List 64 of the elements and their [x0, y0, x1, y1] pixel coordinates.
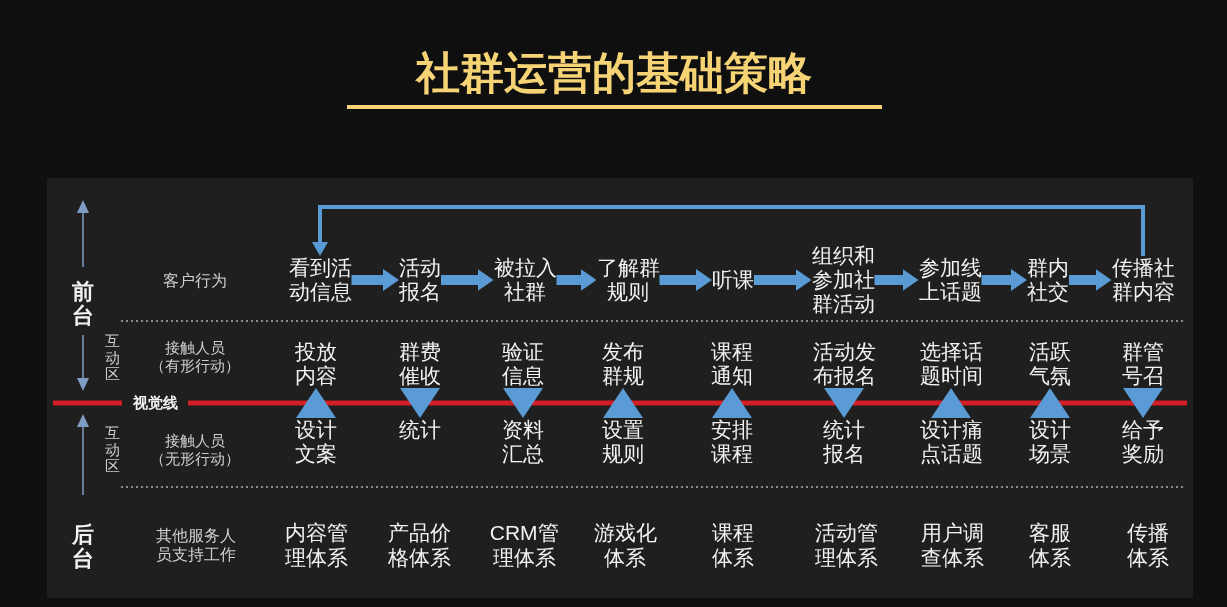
- backstage-action-text: 设置规则: [602, 418, 644, 466]
- visible-action-text: 群费催收: [399, 340, 441, 388]
- triangle-arrow: [296, 387, 336, 419]
- visible-action-text: 活跃气氛: [1029, 340, 1071, 388]
- triangle-arrow: [1123, 387, 1163, 419]
- backstage-action-text: 统计报名: [823, 418, 865, 466]
- loop-arrow: [312, 205, 1145, 256]
- row-label: 接触人员（有形行动）: [149, 339, 241, 375]
- row-label: 客户行为: [163, 270, 227, 290]
- visible-action-text: 活动发布报名: [812, 340, 876, 388]
- arrow: [981, 269, 1027, 291]
- step-text: 群内社交: [1027, 256, 1069, 304]
- step-text: 听课: [712, 268, 754, 292]
- step-text: 传播社群内容: [1111, 256, 1175, 304]
- backstage-action-text: 设计场景: [1029, 418, 1071, 466]
- support-system-text: 内容管理体系: [284, 520, 348, 570]
- arrow: [351, 269, 399, 291]
- support-system-text: 传播体系: [1127, 520, 1169, 570]
- step-text: 组织和参加社群活动: [811, 244, 875, 316]
- step-text: 了解群规则: [596, 256, 660, 304]
- arrow: [556, 269, 597, 291]
- zone-label: 互动区: [104, 333, 120, 383]
- visible-action-text: 选择话题时间: [919, 340, 983, 388]
- arrow: [659, 269, 712, 291]
- backstage-action-text: 统计: [399, 418, 441, 442]
- support-system-text: 课程体系: [712, 520, 754, 570]
- backstage-action-text: 设计文案: [295, 418, 337, 466]
- triangle-arrow: [712, 387, 752, 419]
- support-system-text: 游戏化体系: [593, 520, 657, 570]
- row-label: 接触人员（无形行动）: [149, 432, 241, 468]
- support-system-text: 用户调查体系: [920, 520, 984, 570]
- step-text: 看到活动信息: [288, 256, 352, 304]
- backstage-action-text: 安排课程: [711, 418, 753, 466]
- step-text: 活动报名: [399, 256, 441, 304]
- triangle-arrow: [400, 387, 440, 419]
- visible-action-text: 发布群规: [602, 340, 644, 388]
- visible-action-text: 投放内容: [295, 340, 337, 388]
- support-system-text: 产品价格体系: [387, 520, 451, 570]
- step-text: 被拉入社群: [493, 256, 557, 304]
- visible-action-text: 课程通知: [711, 340, 753, 388]
- backstage-action-text: 资料汇总: [502, 418, 544, 466]
- support-system-text: 客服体系: [1029, 520, 1071, 570]
- visible-action-text: 群管号召: [1122, 340, 1164, 388]
- arrow: [1069, 269, 1112, 291]
- support-system-text: CRM管理体系: [489, 520, 560, 570]
- step-text: 参加线上话题: [918, 256, 982, 304]
- visible-action-text: 验证信息: [502, 340, 544, 388]
- line-label: 视觉线: [132, 394, 178, 412]
- backstage-action-text: 设计痛点话题: [919, 418, 983, 466]
- arrow: [874, 269, 919, 291]
- triangle-arrow: [824, 387, 864, 419]
- arrow: [441, 269, 494, 291]
- triangle-arrow: [503, 387, 543, 419]
- zone-label: 互动区: [104, 425, 120, 475]
- support-system-text: 活动管理体系: [814, 520, 878, 570]
- section-label: 后台: [72, 523, 94, 572]
- section-label: 前台: [72, 280, 94, 329]
- triangle-arrow: [603, 387, 643, 419]
- arrow: [754, 269, 812, 291]
- triangle-arrow: [931, 387, 971, 419]
- backstage-action-text: 给予奖励: [1122, 418, 1164, 466]
- triangle-arrow: [1030, 387, 1070, 419]
- row-label: 其他服务人员支持工作: [156, 526, 236, 564]
- title: 社群运营的基础策略: [414, 47, 813, 99]
